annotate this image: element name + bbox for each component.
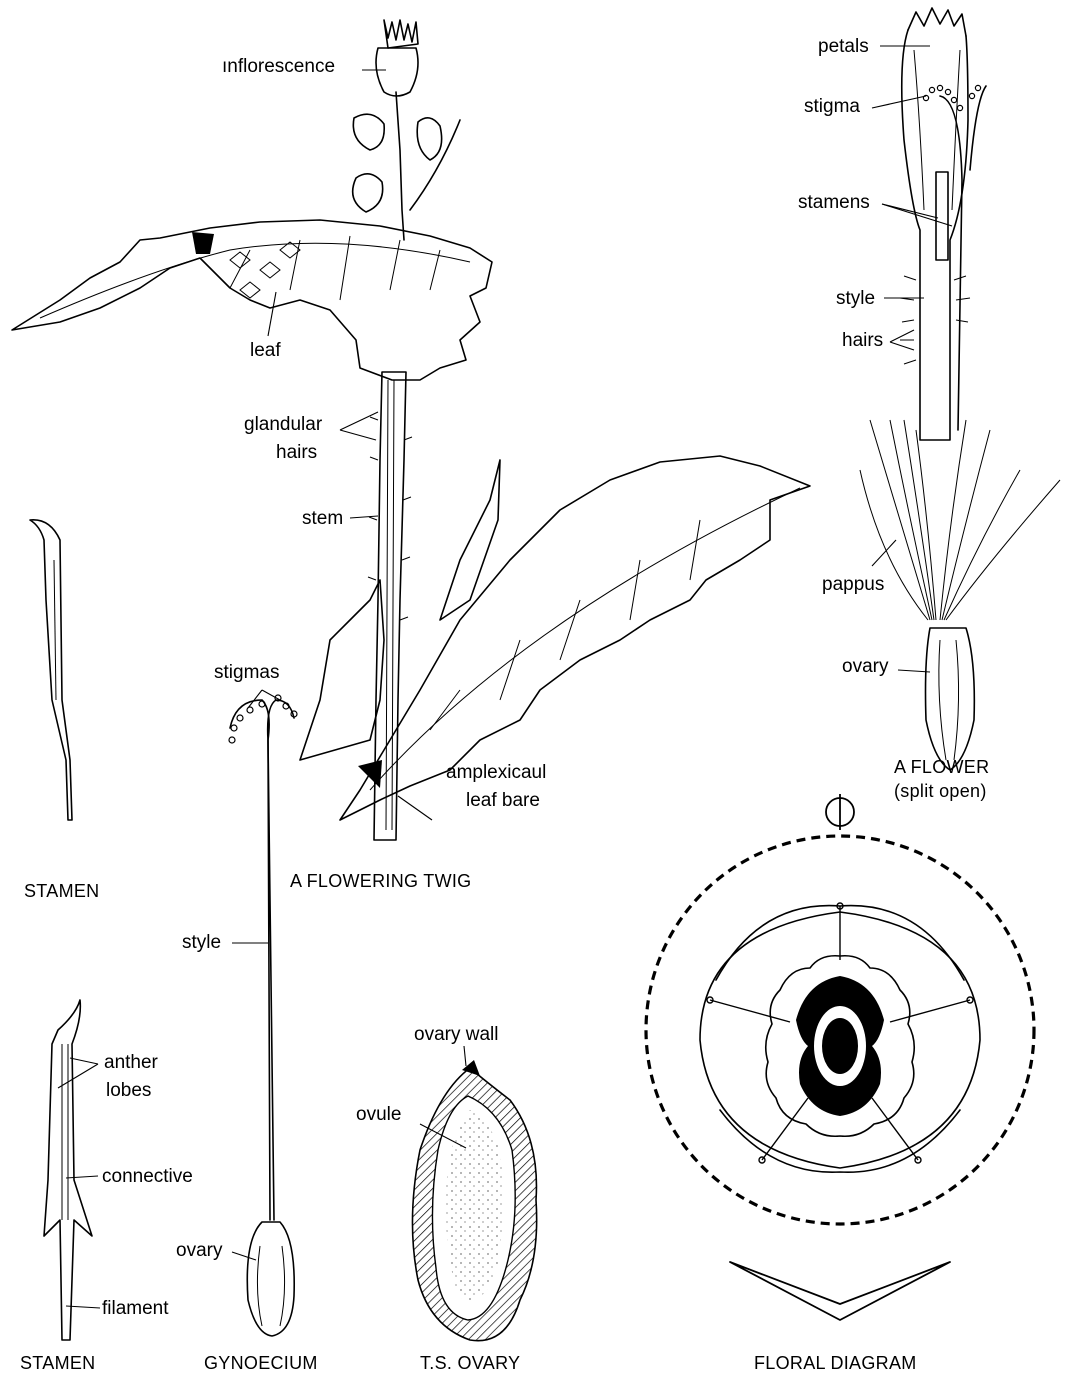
caption-gynoecium: GYNOECIUM [204,1352,318,1374]
label-ovary-wall: ovary wall [414,1024,498,1046]
caption-floral-diagram: FLORAL DIAGRAM [754,1352,917,1374]
label-stigmas: stigmas [214,662,279,684]
label-inflorescence: ınflorescence [222,56,335,78]
label-lobes: lobes [106,1080,151,1102]
label-leaf: leaf [250,340,281,362]
label-connective: connective [102,1166,193,1188]
label-filament: filament [102,1298,169,1320]
label-hairs-twig: hairs [276,442,317,464]
label-hairs-flower: hairs [842,330,883,352]
stamen-leader-lines [58,1058,100,1308]
caption-split-open: (split open) [894,780,987,802]
label-ovule: ovule [356,1104,401,1126]
inflorescence-bud-right [417,118,441,160]
label-stem: stem [302,508,343,530]
label-amplexicaul: amplexicaul [446,762,546,784]
label-stigma: stigma [804,96,860,118]
caption-stamen-bottom: STAMEN [20,1352,95,1374]
corolla-teeth [908,8,966,36]
label-style-gynoecium: style [182,932,221,954]
label-style-flower: style [836,288,875,310]
label-pappus: pappus [822,574,884,596]
label-petals: petals [818,36,869,58]
stamen-bottom-drawing [44,1000,92,1340]
caption-flowering-twig: A FLOWERING TWIG [290,870,471,892]
lower-leaf-small [300,580,384,760]
inflorescence-head-top [384,20,418,48]
bract-chevron [730,1262,950,1320]
caption-stamen-top: STAMEN [24,880,99,902]
stamen-top-drawing [30,520,72,820]
split-flower-drawing [860,8,1060,770]
inflorescence-bud-left [353,114,384,150]
flower-ovary [926,628,975,770]
lower-leaf-large [340,456,810,820]
ts-ovary-drawing [412,1060,536,1341]
zygomorphic-symbol [826,794,854,830]
caption-ts-ovary: T.S. OVARY [420,1352,520,1374]
flowering-twig-drawing [12,20,810,840]
label-anther: anther [104,1052,158,1074]
floral-diagram-drawing [646,794,1034,1320]
pappus-bristles [860,420,1060,620]
label-glandular: glandular [244,414,322,436]
caption-a-flower: A FLOWER [894,756,989,778]
gynoecium-drawing [229,695,297,1336]
label-leaf-bare: leaf bare [466,790,540,812]
label-stamens: stamens [798,192,870,214]
label-ovary-gynoecium: ovary [176,1240,222,1262]
label-ovary-flower: ovary [842,656,888,678]
